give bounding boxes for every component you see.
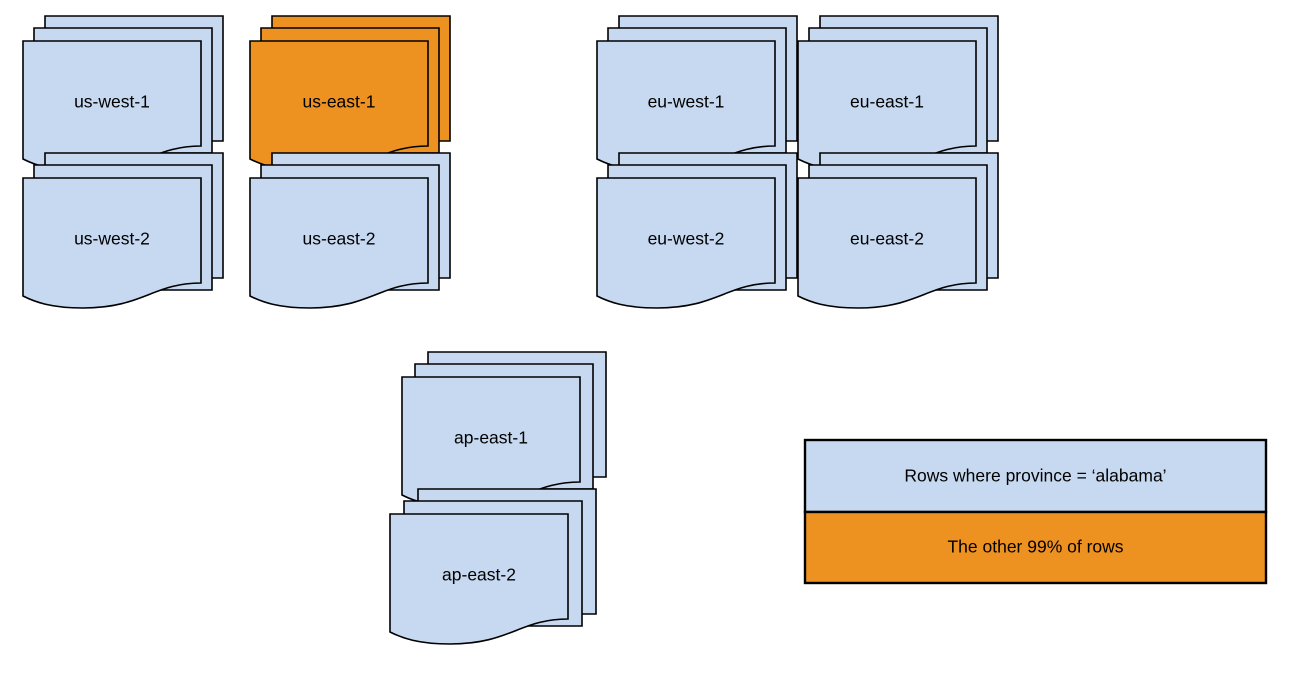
region-stack-us-west-1[interactable]: us-west-1 [22,15,224,172]
legend: Rows where province = ‘alabama’ The othe… [803,438,1268,585]
region-stack-us-east-2[interactable]: us-east-2 [249,152,451,309]
region-stack-ap-east-1[interactable]: ap-east-1 [401,351,607,508]
region-stack-eu-west-1[interactable]: eu-west-1 [596,15,798,172]
stack-sheet-front [596,177,776,309]
stack-sheet-front [797,177,977,309]
stack-sheet-front [389,513,569,645]
region-label: eu-west-2 [648,229,725,249]
legend-row-orange-swatch [803,510,1268,585]
region-label: us-west-2 [74,229,150,249]
region-stack-eu-east-1[interactable]: eu-east-1 [797,15,999,172]
stack-sheet-front [22,177,202,309]
region-label: ap-east-2 [442,565,516,585]
region-stack-us-west-2[interactable]: us-west-2 [22,152,224,309]
region-label: us-east-2 [303,229,376,249]
region-label: eu-east-2 [850,229,924,249]
region-label: ap-east-1 [454,428,528,448]
stack-sheet-front [249,177,429,309]
region-stack-ap-east-2[interactable]: ap-east-2 [389,488,597,645]
legend-row-blue-label: Rows where province = ‘alabama’ [904,466,1166,486]
region-label: us-east-1 [303,92,376,112]
legend-row-orange-label: The other 99% of rows [947,537,1123,557]
region-label: us-west-1 [74,92,150,112]
region-label: eu-west-1 [648,92,725,112]
region-stack-eu-east-2[interactable]: eu-east-2 [797,152,999,309]
region-stack-eu-west-2[interactable]: eu-west-2 [596,152,798,309]
region-label: eu-east-1 [850,92,924,112]
region-stack-us-east-1[interactable]: us-east-1 [249,15,451,172]
